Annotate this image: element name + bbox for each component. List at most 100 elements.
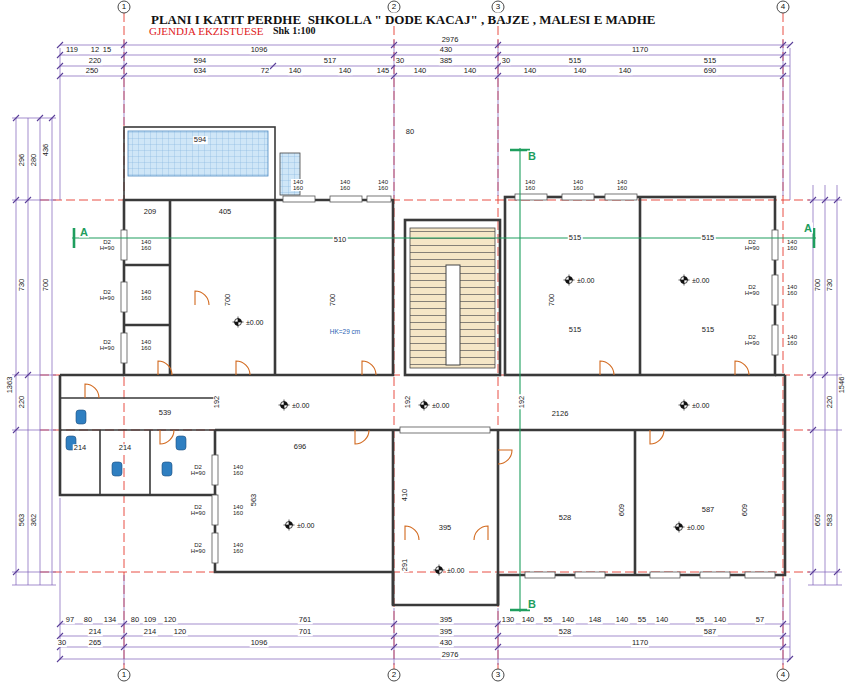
dimension-text: 134 xyxy=(103,616,118,624)
dimension-text: 145 xyxy=(376,67,391,75)
dimension-text: 140 xyxy=(561,616,576,624)
doors xyxy=(85,291,749,540)
room-dimension: 609 xyxy=(618,503,626,518)
dimension-text: 140 xyxy=(573,67,588,75)
dimension-text: 120 xyxy=(163,616,178,624)
dimension-text: 1096 xyxy=(250,46,269,54)
axis-number: 1 xyxy=(121,671,127,679)
dimension-text: 280 xyxy=(30,153,38,168)
dimension-text: 214 xyxy=(143,628,158,636)
window-tag: D2 H=90 xyxy=(742,284,762,296)
dimension-text: 2976 xyxy=(441,36,460,44)
room-dimension: 539 xyxy=(158,409,173,417)
dimension-text: 1363 xyxy=(6,376,14,395)
level-mark: ±0.00 xyxy=(431,402,450,409)
dimension-text: 594 xyxy=(193,57,208,65)
dimension-text: 220 xyxy=(826,395,834,410)
dimension-text: 515 xyxy=(703,57,718,65)
window-size: 140 160 xyxy=(785,334,799,346)
dimension-text: 80 xyxy=(83,616,93,624)
dimension-text: 30 xyxy=(395,57,405,65)
dimension-text: 1170 xyxy=(631,639,649,647)
room-dimension: 700 xyxy=(224,293,232,308)
dimension-text: 587 xyxy=(703,628,718,636)
dimension-text: 30 xyxy=(57,639,67,647)
window-tag: D2 H=90 xyxy=(742,239,762,251)
dimension-text: 140 xyxy=(413,67,428,75)
room-dimension: 214 xyxy=(73,444,88,452)
window-tag: D2 H=90 xyxy=(188,542,208,554)
room-dimension: 700 xyxy=(548,293,556,308)
dimension-text: 690 xyxy=(703,67,718,75)
dimension-text: 430 xyxy=(439,46,454,54)
room-dimension: 405 xyxy=(218,208,233,216)
level-markers xyxy=(233,275,690,576)
window-tag: D2 H=90 xyxy=(188,464,208,476)
axis-number: 4 xyxy=(780,671,786,679)
dimension-text: 30 xyxy=(501,57,511,65)
window-size: 140 160 xyxy=(291,179,305,191)
dimension-text: 57 xyxy=(755,616,765,624)
dimension-text: 436 xyxy=(42,143,50,158)
window-tag: D2 H=90 xyxy=(188,504,208,516)
room-dimension: 2126 xyxy=(551,410,570,418)
room-dimension: 515 xyxy=(701,234,716,242)
dimension-lines xyxy=(12,40,842,665)
window-size: 140 160 xyxy=(338,179,352,191)
terrace-pool xyxy=(128,131,268,176)
dimension-text: 700 xyxy=(814,278,822,293)
room-dimension: 563 xyxy=(250,493,258,508)
window-tag: D2 H=90 xyxy=(97,289,117,301)
window-size: 140 160 xyxy=(139,339,153,351)
dimension-text: 700 xyxy=(42,278,50,293)
axis-number: 4 xyxy=(780,3,786,11)
window-size: 140 160 xyxy=(376,179,390,191)
room-dimension: 192 xyxy=(404,395,412,410)
dimension-text: 97 xyxy=(65,616,75,624)
level-mark: ±0.00 xyxy=(245,319,264,326)
dimension-text: 730 xyxy=(826,278,834,293)
dimension-text: 395 xyxy=(439,628,454,636)
window-size: 140 160 xyxy=(785,239,799,251)
scale-note: Shk 1:100 xyxy=(272,26,317,36)
windows xyxy=(121,194,778,578)
dimension-text: 140 xyxy=(523,67,538,75)
axis-number: 3 xyxy=(495,671,501,679)
drawing-status: GJENDJA EKZISTUESE xyxy=(148,26,265,37)
dimension-text: 140 xyxy=(521,616,536,624)
window-tag: D2 H=90 xyxy=(97,339,117,351)
window-size: 140 160 xyxy=(231,464,245,476)
dimension-text: 140 xyxy=(463,67,478,75)
dimension-text: 80 xyxy=(130,616,140,624)
dimension-text: 2976 xyxy=(441,651,460,659)
window-size: 140 160 xyxy=(139,239,153,251)
axis-number: 1 xyxy=(121,3,127,11)
dimension-text: 220 xyxy=(88,57,103,65)
dimension-text: 395 xyxy=(439,616,454,624)
dimension-text: 430 xyxy=(439,639,454,647)
section-letter: B xyxy=(527,151,537,162)
axis-circles xyxy=(118,1,789,681)
section-letter: B xyxy=(527,599,537,610)
axis-grid xyxy=(40,13,810,669)
axis-number: 2 xyxy=(391,3,397,11)
walls xyxy=(60,127,785,605)
window-size: 140 160 xyxy=(571,179,585,191)
dimension-text: 563 xyxy=(18,513,26,528)
staircase xyxy=(410,228,495,368)
window-tag: D2 H=90 xyxy=(742,334,762,346)
level-mark: ±0.00 xyxy=(691,277,710,284)
dimension-text: 140 xyxy=(288,67,303,75)
room-dimension: 209 xyxy=(143,208,158,216)
stair-rail xyxy=(446,265,460,365)
dimension-text: 528 xyxy=(558,628,573,636)
dimension-text: 296 xyxy=(18,153,26,168)
dimension-text: 1546 xyxy=(838,376,846,395)
dimension-text: 265 xyxy=(88,639,103,647)
dimension-text: 109 xyxy=(143,616,158,624)
window-size: 140 160 xyxy=(231,542,245,554)
dimension-text: 120 xyxy=(173,628,188,636)
axis-number: 3 xyxy=(495,3,501,11)
dimension-text: 250 xyxy=(85,67,100,75)
